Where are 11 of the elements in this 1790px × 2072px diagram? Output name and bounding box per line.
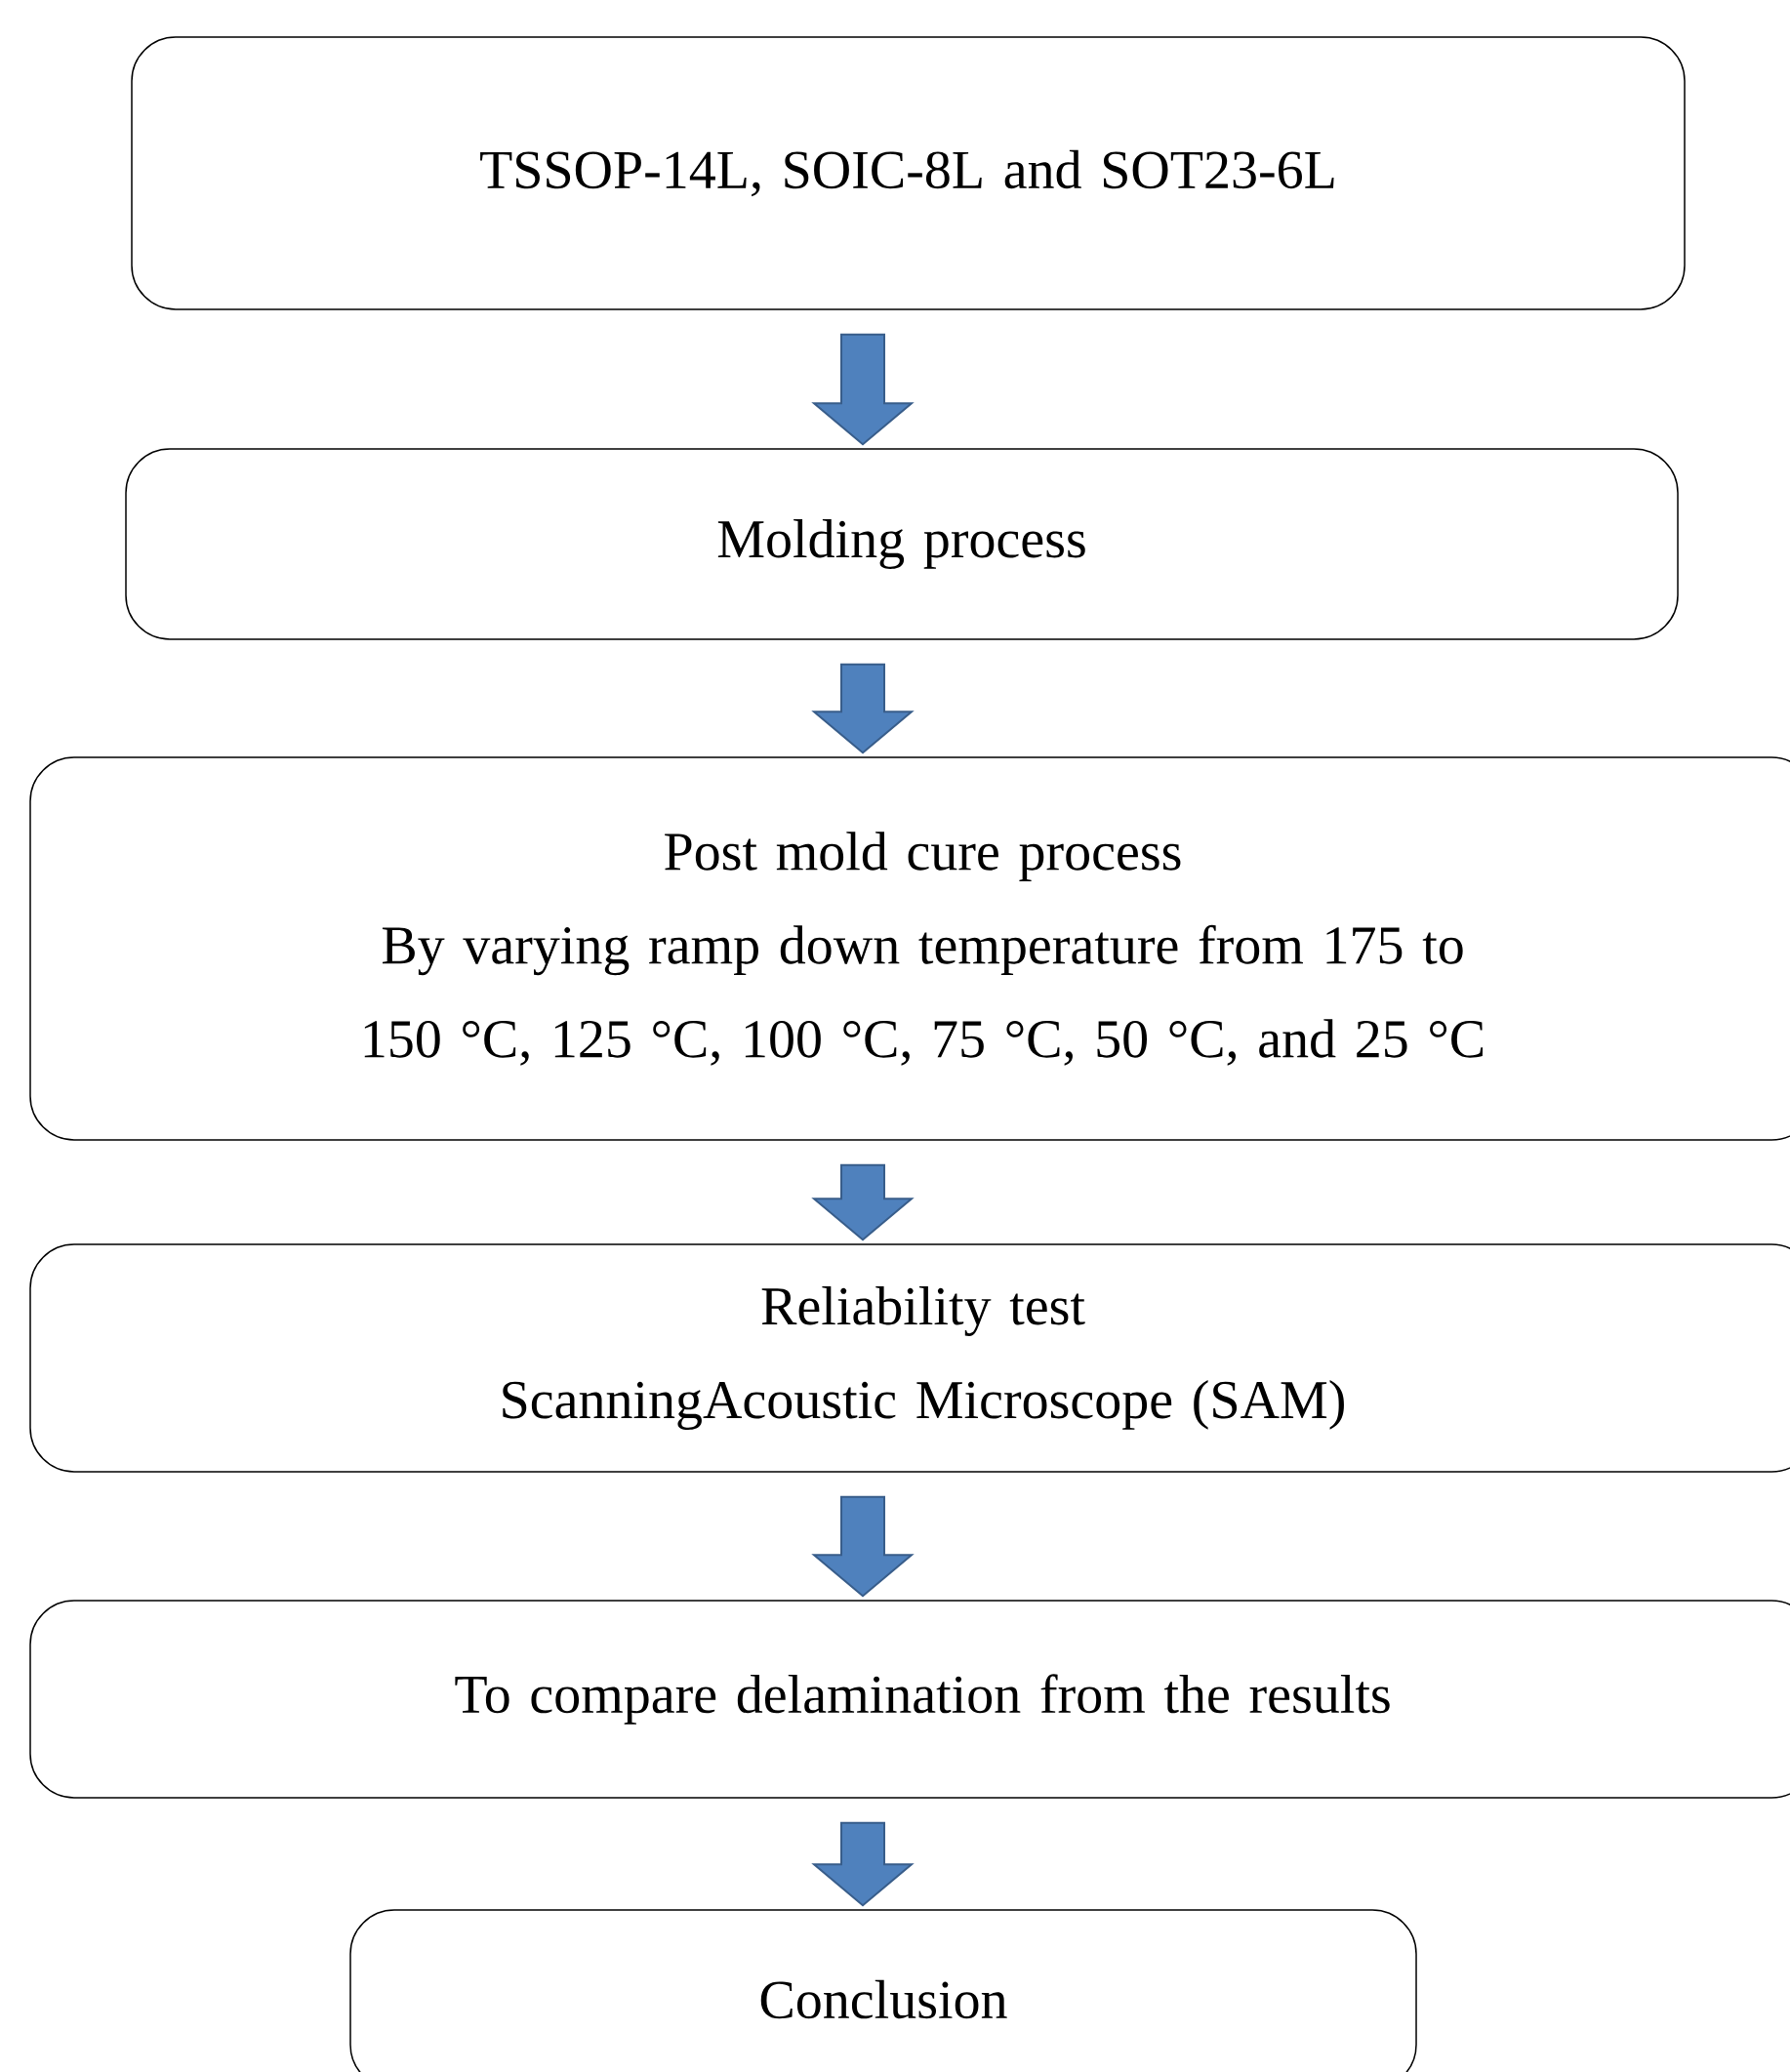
process-box: To compare delamination from the results xyxy=(29,1600,1790,1799)
block-arrow xyxy=(811,663,915,754)
process-box: Post mold cure process By varying ramp down temperature from 175 to 150 °C, 125 °C, 100 °C, 75 °C, 50 °C, and 25 °C xyxy=(29,756,1790,1141)
process-box: Molding process xyxy=(125,448,1679,640)
process-box: TSSOP-14L, SOIC-8L and SOT23-6L xyxy=(131,36,1686,310)
process-box: Reliability test ScanningAcoustic Microscope (SAM) xyxy=(29,1243,1790,1473)
block-arrow xyxy=(811,1821,915,1907)
block-arrow xyxy=(811,1495,915,1598)
block-arrow xyxy=(811,333,915,446)
block-arrow xyxy=(811,1163,915,1241)
process-box: Conclusion xyxy=(349,1909,1417,2072)
